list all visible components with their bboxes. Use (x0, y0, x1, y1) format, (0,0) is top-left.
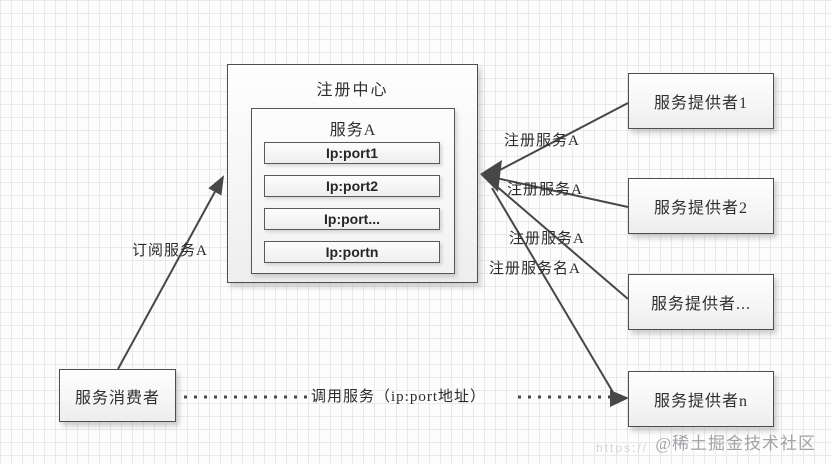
instance-ip-port-n: Ip:portn (264, 241, 440, 263)
subscribe-arrow (117, 175, 224, 370)
service-a-title: 服务A (329, 122, 377, 139)
provider-1-node: 服务提供者1 (628, 73, 774, 129)
register-line-provider2 (495, 177, 629, 208)
invoke-label: 调用服务（ip:port地址） (311, 389, 486, 405)
consumer-node: 服务消费者 (59, 369, 176, 422)
register-line-provider1 (495, 102, 629, 173)
register-label-1: 注册服务A (504, 133, 580, 149)
register-line-provider3 (493, 183, 629, 300)
invoke-arrowhead (610, 390, 629, 407)
watermark-url-fragment: https:// (596, 441, 649, 455)
provider-n-node: 服务提供者n (628, 371, 774, 427)
register-label-2: 注册服务A (507, 182, 583, 198)
register-line-provider-n (491, 187, 615, 395)
registry-title: 注册中心 (316, 82, 389, 99)
register-name-label: 注册服务名A (489, 261, 581, 277)
subscribe-label: 订阅服务A (132, 243, 208, 259)
instance-ip-port-2: Ip:port2 (264, 175, 440, 197)
register-arrows (491, 102, 629, 395)
instance-ip-port-etc: Ip:port... (264, 208, 440, 230)
registry-arrowhead (480, 160, 502, 192)
service-a-group: 服务A Ip:port1 Ip:port2 Ip:port... Ip:port… (251, 108, 455, 274)
registry-center-node: 注册中心 服务A Ip:port1 Ip:port2 Ip:port... Ip… (227, 64, 478, 283)
register-label-3: 注册服务A (509, 231, 585, 247)
provider-2-node: 服务提供者2 (628, 178, 774, 234)
community-watermark: @稀土掘金技术社区 (655, 434, 816, 453)
instance-ip-port-1: Ip:port1 (264, 142, 440, 164)
provider-etc-node: 服务提供者... (628, 274, 774, 330)
